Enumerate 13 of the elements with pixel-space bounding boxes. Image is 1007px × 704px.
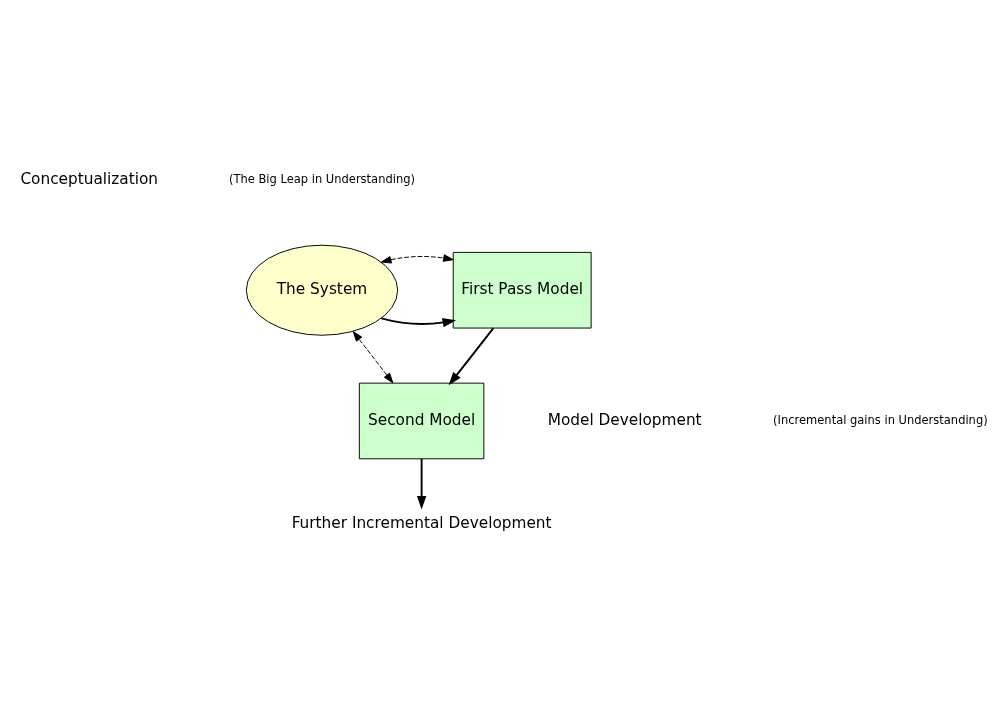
arrow — [416, 458, 427, 510]
node-text: Further Incremental Development — [291, 513, 552, 532]
node-ellipse: The System — [245, 244, 399, 336]
label: Model Development — [547, 410, 702, 429]
label: (The Big Leap in Understanding) — [229, 172, 415, 187]
label: Conceptualization — [20, 169, 159, 188]
node-box: Second Model — [358, 382, 485, 460]
arrow — [380, 254, 454, 264]
node-box: First Pass Model — [452, 251, 592, 329]
arrow — [352, 331, 394, 384]
arrow — [380, 317, 457, 328]
label: (Incremental gains in Understanding) — [773, 412, 988, 427]
arrow — [448, 327, 495, 386]
